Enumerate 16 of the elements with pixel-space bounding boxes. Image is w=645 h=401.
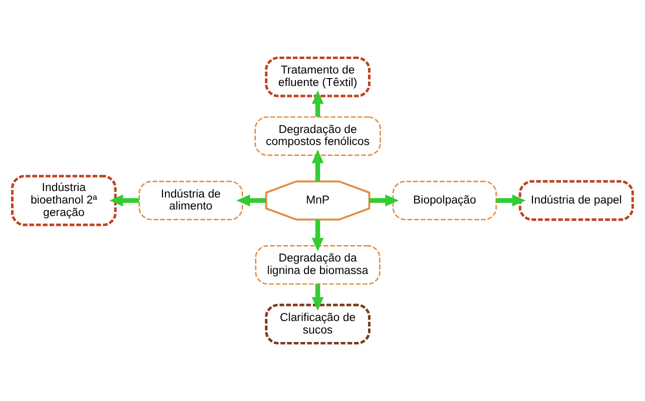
arrow bbox=[369, 194, 399, 206]
node-box: Indústria bioethanol 2ª geração bbox=[11, 174, 117, 226]
arrow bbox=[312, 150, 324, 182]
arrow bbox=[236, 194, 266, 206]
arrow bbox=[496, 194, 526, 206]
node-box: Clarificação de sucos bbox=[264, 304, 370, 344]
node-box: Indústria de papel bbox=[518, 180, 634, 221]
node-box: Indústria de alimento bbox=[138, 180, 243, 220]
node-box: Degradação de compostos fenólicos bbox=[254, 116, 381, 156]
node-box: Degradação da lignina de biomassa bbox=[255, 245, 380, 285]
arrow bbox=[312, 90, 324, 117]
arrow bbox=[312, 284, 324, 311]
node-box: Biopolpação bbox=[392, 180, 497, 220]
arrow bbox=[312, 220, 324, 252]
arrow bbox=[109, 194, 139, 206]
node-box: Tratamento de efluente (Têxtil) bbox=[264, 56, 370, 98]
